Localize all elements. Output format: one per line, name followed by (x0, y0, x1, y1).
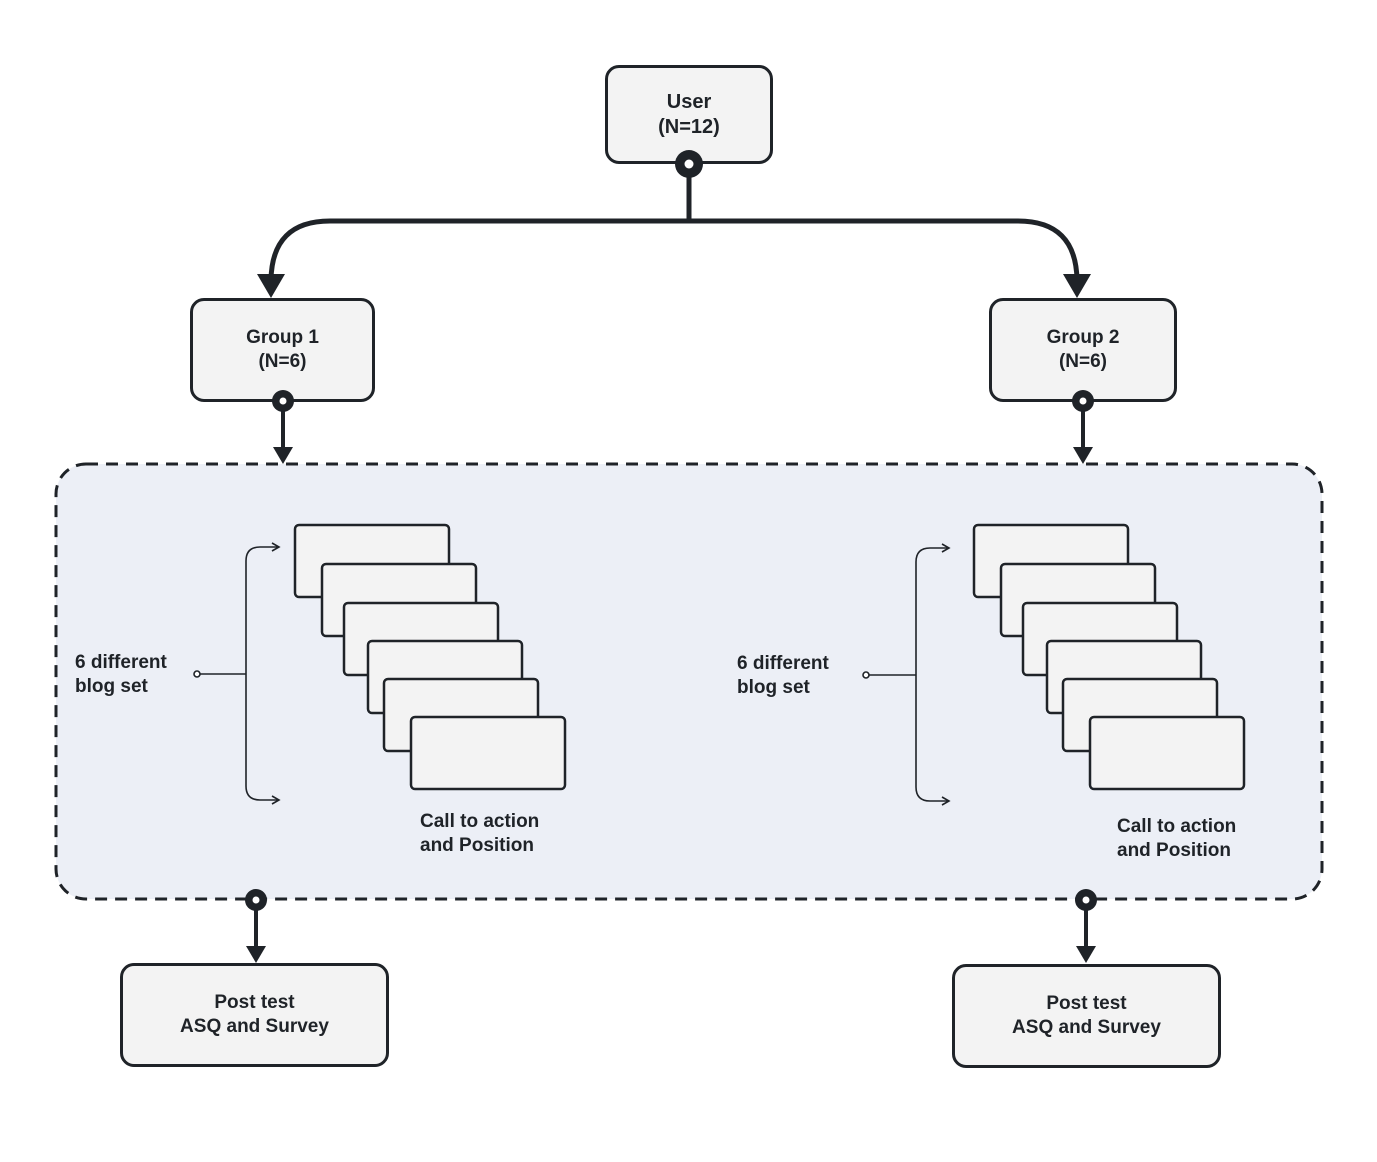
arrowhead-group2 (1063, 274, 1091, 298)
left-blog-set-label: 6 different blog set (75, 651, 167, 699)
left-bracket-connector (193, 542, 281, 805)
group2-count: (N=6) (1058, 351, 1108, 372)
group2-node: Group 2 (N=6) (989, 298, 1177, 402)
post-test-left-line1: Post test (214, 992, 295, 1013)
region-to-post-right-arrow (1076, 900, 1096, 963)
left-cta-caption: Call to action and Position (420, 810, 539, 858)
user-node-title: User (666, 90, 712, 113)
left-blog-set-label-line1: 6 different (75, 652, 167, 673)
group1-count: (N=6) (258, 351, 307, 372)
group1-to-region-arrow (273, 402, 293, 464)
right-bracket-connector (862, 543, 951, 806)
group1-node: Group 1 (N=6) (190, 298, 375, 402)
arrowhead-group1 (257, 274, 285, 298)
left-cta-caption-line2: and Position (420, 835, 534, 856)
post-test-right-line1: Post test (1046, 993, 1127, 1014)
right-cta-caption-line2: and Position (1117, 840, 1231, 861)
group1-title: Group 1 (246, 327, 319, 348)
root-to-groups-connector (268, 176, 1080, 281)
blog-card (1088, 715, 1246, 791)
right-blog-set-label-line1: 6 different (737, 653, 829, 674)
user-node: User (N=12) (605, 65, 773, 164)
post-test-right-node: Post test ASQ and Survey (952, 964, 1221, 1068)
right-cta-caption-line1: Call to action (1117, 816, 1237, 837)
left-blog-card-stack (293, 523, 567, 791)
right-cta-caption: Call to action and Position (1117, 815, 1236, 863)
right-blog-set-label-line2: blog set (737, 677, 810, 698)
post-test-left-line2: ASQ and Survey (180, 1016, 329, 1037)
user-node-count: (N=12) (658, 115, 720, 138)
post-test-left-node: Post test ASQ and Survey (120, 963, 389, 1067)
group2-title: Group 2 (1046, 327, 1120, 348)
blog-card (409, 715, 567, 791)
region-to-post-left-arrow (246, 900, 266, 963)
left-cta-caption-line1: Call to action (420, 811, 540, 832)
group2-to-region-arrow (1073, 402, 1093, 464)
left-blog-set-label-line2: blog set (75, 676, 148, 697)
post-test-right-line2: ASQ and Survey (1012, 1017, 1161, 1038)
right-blog-set-label: 6 different blog set (737, 652, 829, 700)
right-blog-card-stack (972, 523, 1246, 791)
